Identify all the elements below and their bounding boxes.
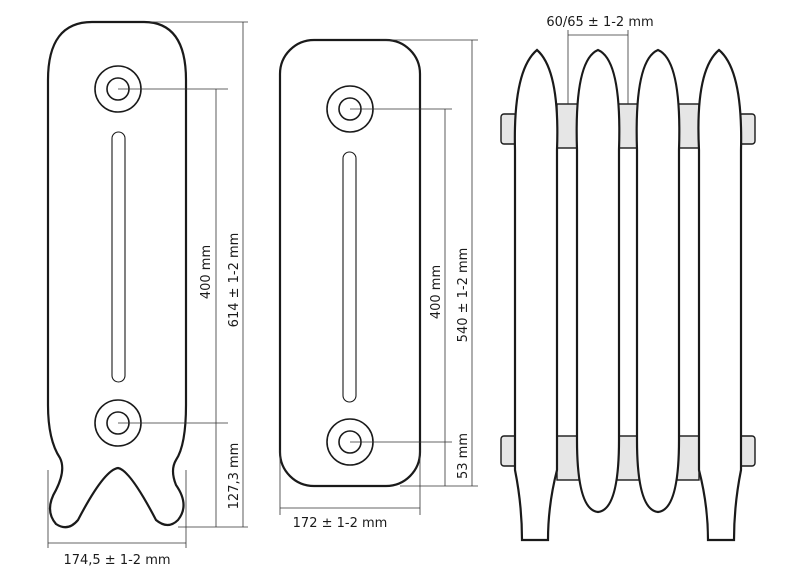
middle-section-outline (278, 38, 422, 488)
inner-column-right (635, 48, 681, 514)
left-section-view (46, 20, 188, 529)
bottom-nipple-2 (616, 435, 640, 481)
middle-bottom-offset-label: 53 mm (456, 433, 471, 479)
right-section-pitch-label: 60/65 ± 1-2 mm (546, 15, 653, 30)
left-center-spacing-label: 400 mm (199, 245, 214, 299)
middle-section-view (278, 38, 422, 488)
bottom-nipple-3 (676, 435, 700, 481)
inner-column-left (575, 48, 621, 514)
middle-width-label: 172 ± 1-2 mm (293, 516, 388, 531)
left-leg-height-label: 127,3 mm (227, 443, 242, 510)
left-dimensions: 400 mm 614 ± 1-2 mm 127,3 mm 174,5 ± 1-2… (47, 21, 248, 568)
left-width-label: 174,5 ± 1-2 mm (63, 553, 170, 568)
bottom-nipple-1 (556, 435, 580, 481)
middle-total-height-label: 540 ± 1-2 mm (456, 248, 471, 343)
right-side-view (500, 48, 756, 542)
middle-slot (342, 151, 357, 403)
left-section-outline (46, 20, 188, 529)
left-slot (111, 131, 126, 383)
left-total-height-label: 614 ± 1-2 mm (227, 233, 242, 328)
outer-column-left (513, 48, 559, 542)
outer-column-right (697, 48, 743, 542)
middle-dimensions: 400 mm 540 ± 1-2 mm 53 mm 172 ± 1-2 mm (279, 39, 478, 531)
right-dimensions: 60/65 ± 1-2 mm (546, 15, 654, 104)
middle-center-spacing-label: 400 mm (429, 265, 444, 319)
